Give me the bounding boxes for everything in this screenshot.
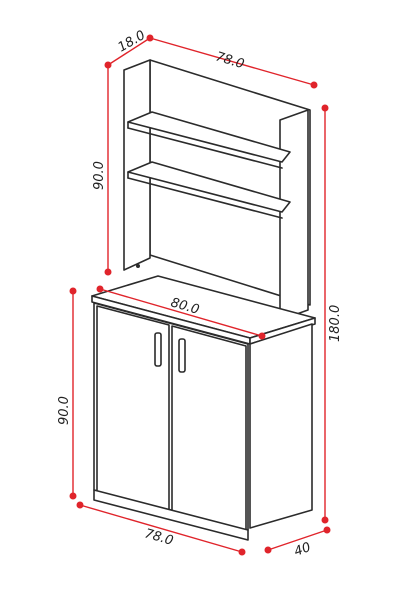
cabinet-top-side-edge [249,317,316,345]
hutch-right-side [279,109,309,321]
door-handle-left [154,332,162,367]
label-total-height: 180.0 [328,305,343,342]
hutch-left-side [123,59,151,271]
dimension-lines [69,34,331,556]
label-hutch-width: 78.0 [214,49,246,72]
label-hutch-height: 90.0 [92,161,107,190]
cabinet-right-side [249,323,313,529]
cabinet-plinth [93,489,249,541]
door-handle-right [178,338,186,373]
label-base-width: 78.0 [143,526,175,548]
label-base-depth: 40 [292,540,313,560]
cabinet [91,275,316,541]
hutch-shelf-top [127,111,291,163]
hutch-shelf-bottom [127,161,291,213]
hutch-peg-hole [136,264,140,268]
label-hutch-depth: 18.0 [116,28,149,55]
label-cabinet-height: 90.0 [57,396,72,425]
hutch [123,59,311,321]
